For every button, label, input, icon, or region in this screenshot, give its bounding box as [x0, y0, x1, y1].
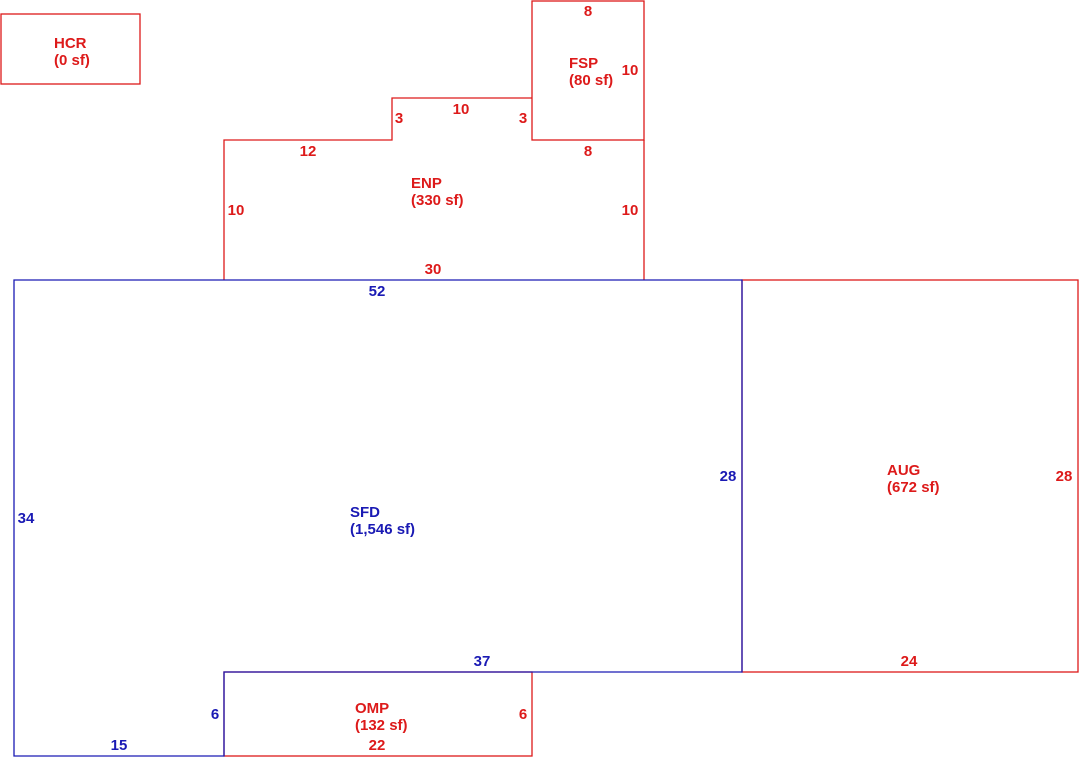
aug-right-dimension: 28	[1056, 468, 1073, 485]
omp-right-dimension: 6	[519, 706, 527, 723]
sfd-notch-dimension: 6	[211, 706, 219, 723]
enp-step-right-dimension: 3	[519, 110, 527, 127]
enp-step-left-dimension: 3	[395, 110, 403, 127]
hcr-size: (0 sf)	[54, 52, 90, 69]
hcr-label: HCR	[54, 35, 87, 52]
sfd-outline	[13, 279, 743, 757]
sfd-right-dimension: 28	[720, 468, 737, 485]
enp-bottom-dimension: 30	[425, 261, 442, 278]
enp-size: (330 sf)	[411, 192, 464, 209]
fsp-label: FSP	[569, 55, 598, 72]
enp-label: ENP	[411, 175, 442, 192]
fsp-right-dimension: 10	[622, 62, 639, 79]
omp-label: OMP	[355, 700, 389, 717]
sfd-top-dimension: 52	[369, 283, 386, 300]
fsp-size: (80 sf)	[569, 72, 613, 89]
omp-bottom-dimension: 22	[369, 737, 386, 754]
aug-bottom-dimension: 24	[901, 653, 918, 670]
enp-outline	[223, 97, 532, 280]
sfd-label: SFD	[350, 504, 380, 521]
aug-size: (672 sf)	[887, 479, 940, 496]
sfd-left-dimension: 34	[18, 510, 35, 527]
fsp-top-dimension: 8	[584, 3, 592, 20]
hcr-outline	[0, 13, 141, 85]
sfd-bottom-left-dimension: 15	[111, 737, 128, 754]
sfd-size: (1,546 sf)	[350, 521, 415, 538]
aug-label: AUG	[887, 462, 920, 479]
fsp-bottom-dimension: 8	[584, 143, 592, 160]
enp-left-top-dimension: 12	[300, 143, 317, 160]
enp-left-dimension: 10	[228, 202, 245, 219]
enp-right-dimension: 10	[622, 202, 639, 219]
fsp-outline	[531, 0, 645, 141]
omp-size: (132 sf)	[355, 717, 408, 734]
enp-top-dimension: 10	[453, 101, 470, 118]
sfd-bottom-right-dimension: 37	[474, 653, 491, 670]
